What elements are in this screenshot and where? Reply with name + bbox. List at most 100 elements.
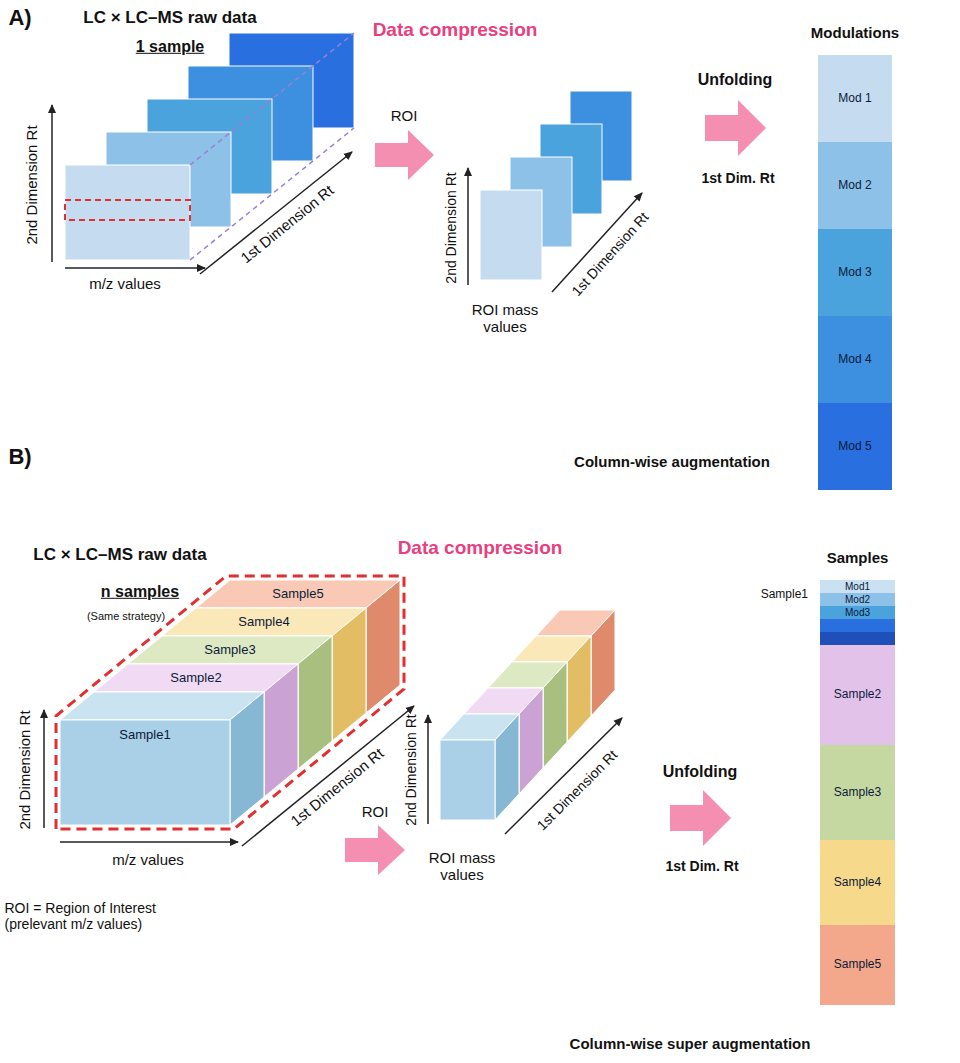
data-slice bbox=[480, 190, 542, 280]
sample-cube: Sample3 bbox=[155, 638, 305, 662]
step-label: Unfolding bbox=[698, 71, 773, 89]
roi-band bbox=[65, 200, 190, 220]
process-arrow bbox=[705, 100, 766, 156]
sample-cube: Sample4 bbox=[189, 610, 339, 634]
block-label: Mod 5 bbox=[838, 440, 871, 453]
modulation-block: Mod1 bbox=[820, 580, 895, 593]
step-label: Unfolding bbox=[663, 763, 738, 781]
cube-face bbox=[591, 610, 615, 716]
axis-label: 1st Dimension Rt bbox=[568, 209, 651, 299]
step-label: Column-wise augmentation bbox=[574, 453, 770, 470]
roi-outline bbox=[56, 576, 404, 829]
column-bar: ModulationsMod 1Mod 2Mod 3Mod 4Mod 5 bbox=[818, 55, 892, 490]
block-label: Mod2 bbox=[845, 594, 870, 605]
block-label: Mod3 bbox=[845, 607, 870, 618]
cube-face bbox=[332, 608, 366, 741]
block-heading: Sample1 bbox=[761, 588, 808, 601]
sample-block: Sample1Mod1Mod2Mod3 bbox=[820, 580, 895, 645]
block-label: Mod1 bbox=[845, 581, 870, 592]
axis-arrow bbox=[51, 105, 53, 262]
cube-face bbox=[60, 720, 230, 825]
block-label: Sample5 bbox=[272, 587, 323, 601]
block-label: Mod 4 bbox=[838, 353, 871, 366]
cube-face bbox=[230, 692, 264, 825]
block-label: Sample5 bbox=[834, 958, 881, 971]
axis-arrow bbox=[505, 718, 622, 834]
block-label: Sample4 bbox=[834, 876, 881, 889]
block-label: Sample2 bbox=[834, 688, 881, 701]
block-label: Sample2 bbox=[170, 671, 221, 685]
modulation-block: Mod2 bbox=[820, 593, 895, 606]
modulation-block: Mod 4 bbox=[818, 316, 892, 403]
block-label: Sample1 bbox=[119, 728, 170, 742]
modulation-block: Mod 5 bbox=[818, 403, 892, 490]
step-label: Column-wise super augmentation bbox=[570, 1035, 811, 1052]
step-label: 1st Dim. Rt bbox=[665, 858, 738, 874]
sample-block: Sample5 bbox=[820, 925, 895, 1005]
process-arrow bbox=[375, 130, 434, 180]
axis-arrow bbox=[467, 168, 469, 285]
sample-cube: Sample1 bbox=[70, 723, 220, 747]
sample-cube: Sample5 bbox=[223, 582, 373, 606]
block-label: Sample4 bbox=[238, 615, 289, 629]
block-label: Mod 2 bbox=[838, 179, 871, 192]
process-arrow bbox=[345, 825, 405, 875]
panel-subtitle: 1 sample bbox=[136, 38, 204, 56]
modulation-block: Mod3 bbox=[820, 606, 895, 619]
modulation-block: Mod 2 bbox=[818, 142, 892, 229]
sample-cube: Sample2 bbox=[121, 666, 271, 690]
panel-title: LC × LC–MS raw data bbox=[33, 545, 206, 565]
block-label: Sample3 bbox=[834, 786, 881, 799]
sample-block: Sample3 bbox=[820, 745, 895, 840]
block-heading: Modulations bbox=[811, 25, 899, 42]
step-label: ROI bbox=[362, 803, 389, 820]
cube-face bbox=[495, 714, 519, 820]
axis-arrow bbox=[60, 841, 238, 843]
step-label: ROI bbox=[391, 107, 418, 124]
cube-face bbox=[543, 662, 567, 768]
block-heading: Samples bbox=[827, 550, 889, 567]
axis-label: 2nd Dimension Rt bbox=[16, 710, 33, 829]
panel-subtitle: n samples bbox=[101, 583, 179, 601]
data-slice bbox=[65, 165, 190, 260]
sample-block: Sample2 bbox=[820, 645, 895, 745]
axis-label: 2nd Dimension Rt bbox=[403, 714, 419, 825]
panel-letter: A) bbox=[8, 5, 31, 30]
step-title: Data compression bbox=[373, 19, 538, 41]
step-title: Data compression bbox=[398, 537, 563, 559]
axis-label: m/z values bbox=[112, 851, 184, 868]
block-label: Mod 1 bbox=[838, 92, 871, 105]
axis-label: ROI mass values bbox=[470, 301, 540, 336]
modulation-block: Mod 3 bbox=[818, 229, 892, 316]
column-bar: SamplesSample1Mod1Mod2Mod3Sample2Sample3… bbox=[820, 580, 895, 1005]
process-arrow bbox=[670, 790, 731, 846]
cube-face bbox=[196, 580, 400, 608]
cube-face bbox=[162, 608, 366, 636]
cube-face bbox=[519, 688, 543, 794]
panel-letter: B) bbox=[8, 444, 31, 469]
axis-label: ROI mass values bbox=[427, 849, 497, 884]
cube-face bbox=[128, 636, 332, 664]
block-label: Sample3 bbox=[204, 643, 255, 657]
note: (Same strategy) bbox=[87, 610, 165, 623]
cube-face bbox=[440, 740, 495, 820]
axis-arrow bbox=[43, 710, 45, 828]
cube-face bbox=[567, 636, 591, 742]
block-label: Mod 3 bbox=[838, 266, 871, 279]
cube-face bbox=[94, 664, 298, 692]
axis-arrow bbox=[200, 152, 352, 274]
note: ROI = Region of Interest (prelevant m/z … bbox=[5, 900, 220, 932]
cube-face bbox=[298, 636, 332, 769]
step-label: 1st Dim. Rt bbox=[701, 170, 774, 186]
cube-face bbox=[60, 692, 264, 720]
panel-title: LC × LC–MS raw data bbox=[83, 8, 256, 28]
axis-arrow bbox=[427, 715, 429, 824]
axis-arrow bbox=[65, 267, 205, 269]
cube-face bbox=[264, 664, 298, 797]
modulation-block: Mod 1 bbox=[818, 55, 892, 142]
axis-label: m/z values bbox=[89, 275, 161, 292]
guide-line bbox=[190, 33, 354, 165]
axis-arrow bbox=[242, 706, 414, 846]
sample-block: Sample4 bbox=[820, 840, 895, 925]
axis-label: 2nd Dimension Rt bbox=[23, 125, 40, 244]
